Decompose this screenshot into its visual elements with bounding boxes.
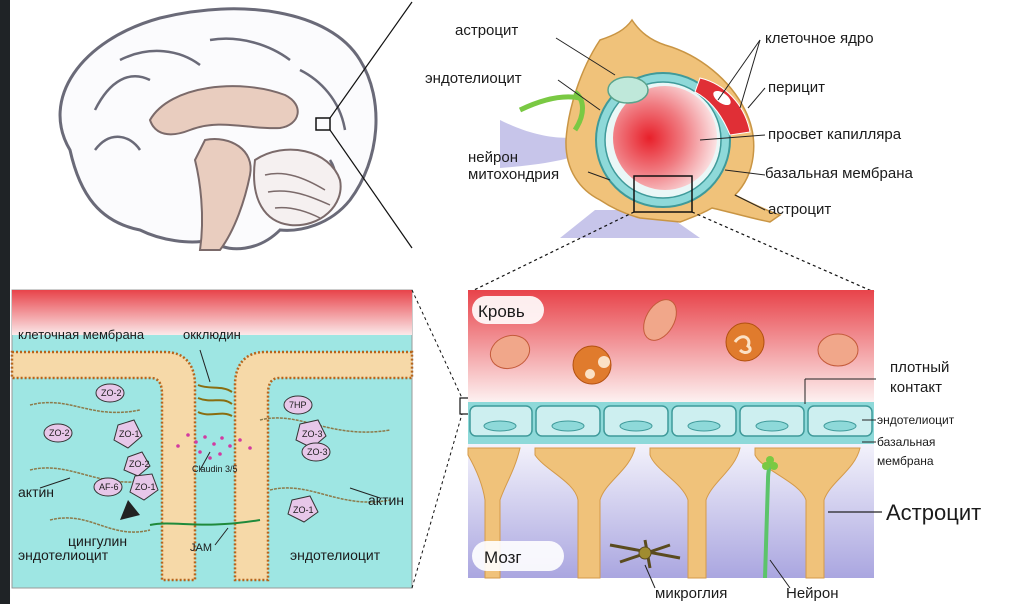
label-zo1-c: ZO-1: [293, 505, 314, 515]
bbb-illustration: [468, 290, 882, 588]
label-endotheliocyte-right: эндотелиоцит: [290, 547, 381, 563]
label-astrocyte-top: астроцит: [455, 22, 518, 39]
label-blood: Кровь: [478, 302, 525, 321]
label-endotheliocyte-left: эндотелиоцит: [18, 547, 109, 563]
label-actin-left: актин: [18, 484, 54, 500]
label-zo3-b: ZO-3: [307, 447, 328, 457]
label-occludin: окклюдин: [183, 327, 241, 342]
label-zo1-a: ZO-1: [119, 429, 140, 439]
label-tight-junction-2: контакт: [890, 379, 942, 396]
label-zo1-b: ZO-1: [135, 482, 156, 492]
label-astrocyte-right-panel: Астроцит: [886, 500, 981, 525]
label-basal-membrane-top: базальная мембрана: [765, 165, 913, 182]
label-zo3-a: ZO-3: [302, 429, 323, 439]
label-jam: JAM: [190, 542, 212, 554]
label-pericyte: перицит: [768, 79, 825, 96]
label-basal-2: мембрана: [877, 454, 934, 468]
label-basal-1: базальная: [877, 435, 935, 449]
label-zo2-b: ZO-2: [49, 428, 70, 438]
label-tnr: 7HP: [289, 400, 307, 410]
label-cell-nucleus: клеточное ядро: [765, 30, 874, 47]
label-microglia: микроглия: [655, 585, 727, 602]
label-brain: Мозг: [484, 548, 522, 567]
label-zo2-c: ZO-2: [129, 459, 150, 469]
label-claudin: Claudin 3/5: [192, 464, 238, 474]
capillary-illustration: [470, 20, 874, 292]
label-tight-junction-1: плотный: [890, 359, 949, 376]
label-neuron-top: нейрон: [468, 149, 518, 166]
label-endotheliocyte-right-panel: эндотелиоцит: [877, 413, 955, 427]
label-mitochondria: митохондрия: [468, 166, 559, 183]
label-astrocyte-bottom: астроцит: [768, 201, 831, 218]
label-neuron-right-panel: Нейрон: [786, 585, 839, 602]
brain-illustration: [60, 2, 412, 250]
label-actin-right: актин: [368, 492, 404, 508]
label-cell-membrane: клеточная мембрана: [18, 327, 145, 342]
label-af6: AF-6: [99, 482, 119, 492]
label-endotheliocyte-top: эндотелиоцит: [425, 70, 522, 87]
label-zo2-a: ZO-2: [101, 388, 122, 398]
label-capillary-lumen: просвет капилляра: [768, 126, 902, 143]
